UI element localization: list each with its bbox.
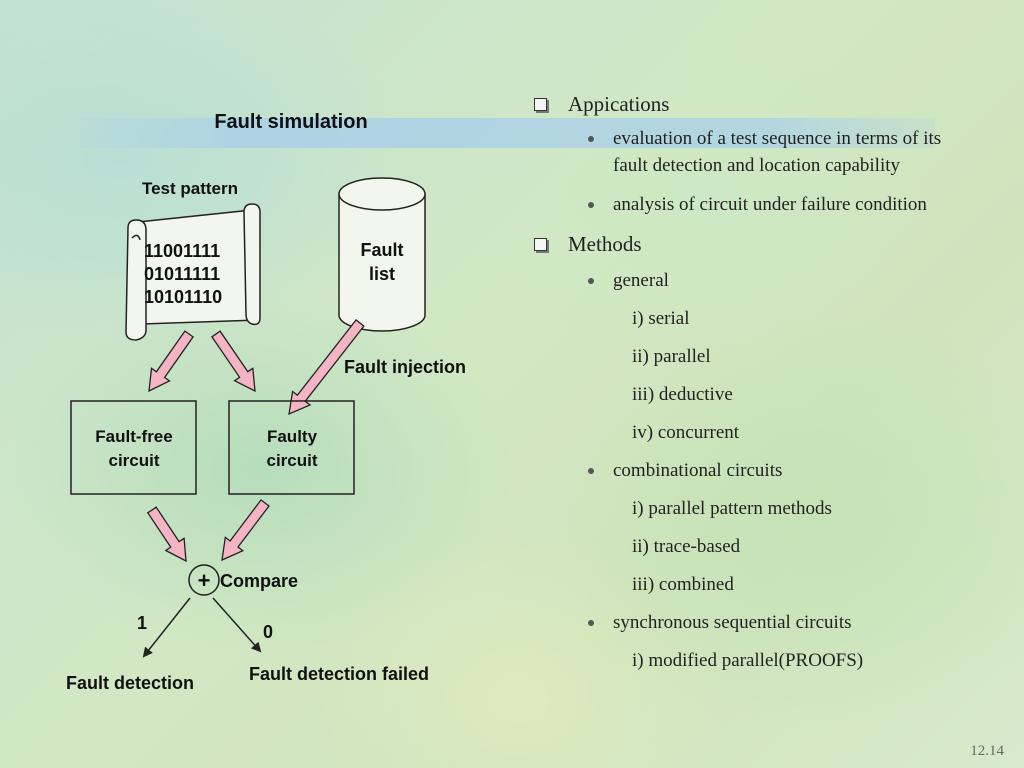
- slide-number: 12.14: [970, 743, 1004, 759]
- fault-simulation-diagram: Fault simulation Test pattern 11001111 0…: [66, 111, 466, 693]
- arrow-fault-list-to-faulty: [288, 318, 365, 416]
- sub-item: i) serial: [632, 308, 690, 329]
- bullet-dot-icon: [588, 620, 594, 626]
- pattern-line-3: 10101110: [144, 287, 222, 307]
- fault-list-label-line-1: Fault: [361, 240, 404, 260]
- branch-one-label: 1: [137, 613, 147, 633]
- list-item: general: [530, 267, 970, 294]
- pattern-line-2: 01011111: [144, 264, 220, 284]
- method-general-text: general: [613, 270, 669, 291]
- sub-item: ii) trace-based: [632, 536, 741, 557]
- compare-symbol: +: [198, 568, 211, 593]
- faulty-circuit-box: [228, 400, 355, 495]
- method-sequential-text: synchronous sequential circuits: [613, 612, 852, 633]
- scroll-icon: [125, 203, 261, 341]
- fault-detection-failed-label: Fault detection failed: [249, 664, 429, 684]
- list-item: combinational circuits: [530, 457, 970, 484]
- arrow-fault-free-to-compare: [146, 506, 187, 563]
- application-item-text: evaluation of a test sequence in terms o…: [613, 128, 942, 176]
- diagram-title: Fault simulation: [214, 111, 367, 133]
- sub-item: i) modified parallel(PROOFS): [632, 650, 864, 671]
- bullet-dot-icon: [588, 468, 594, 474]
- bullet-dot-icon: [588, 136, 594, 142]
- arrows-group: [146, 318, 365, 563]
- fault-free-circuit-box: [70, 400, 197, 495]
- checkbox-bullet-icon: [534, 238, 547, 251]
- list-item: synchronous sequential circuits: [530, 609, 970, 636]
- application-item-text: analysis of circuit under failure condit…: [613, 194, 927, 215]
- list-item: evaluation of a test sequence in terms o…: [530, 125, 970, 179]
- applications-heading-text: Appications: [568, 92, 670, 116]
- test-pattern-label: Test pattern: [142, 179, 238, 198]
- applications-heading: Appications: [530, 92, 970, 117]
- faulty-label-line-2: circuit: [266, 451, 317, 470]
- checkbox-bullet-icon: [534, 98, 547, 111]
- arrow-pattern-to-faulty: [210, 330, 256, 393]
- sub-item: i) parallel pattern methods: [632, 498, 832, 519]
- arrow-pattern-to-fault-free: [148, 330, 195, 393]
- fault-list-label-line-2: list: [369, 264, 395, 284]
- title-band: [80, 118, 935, 148]
- content-list: Appications evaluation of a test sequenc…: [530, 92, 970, 674]
- compare-label: Compare: [220, 571, 298, 591]
- fault-injection-label: Fault injection: [344, 357, 466, 377]
- bullet-dot-icon: [588, 278, 594, 284]
- failed-detection-arrow: [212, 597, 262, 653]
- sub-item: iv) concurrent: [632, 422, 740, 443]
- bullet-dot-icon: [588, 202, 594, 208]
- faulty-label-line-1: Faulty: [267, 427, 318, 446]
- pattern-line-1: 11001111: [144, 241, 220, 261]
- fault-detection-label: Fault detection: [66, 673, 194, 693]
- fault-list-cylinder: [338, 177, 426, 332]
- branch-zero-label: 0: [263, 622, 273, 642]
- method-combinational-text: combinational circuits: [613, 460, 783, 481]
- list-item: analysis of circuit under failure condit…: [530, 191, 970, 218]
- sub-item: iii) combined: [632, 574, 734, 595]
- sub-item: ii) parallel: [632, 346, 711, 367]
- detection-arrow: [142, 597, 191, 658]
- fault-free-label-line-1: Fault-free: [95, 427, 172, 446]
- fault-free-label-line-2: circuit: [108, 451, 159, 470]
- methods-heading: Methods: [530, 232, 970, 257]
- methods-heading-text: Methods: [568, 232, 642, 256]
- sub-item: iii) deductive: [632, 384, 733, 405]
- arrow-faulty-to-compare: [221, 499, 270, 562]
- compare-circle: [188, 564, 220, 596]
